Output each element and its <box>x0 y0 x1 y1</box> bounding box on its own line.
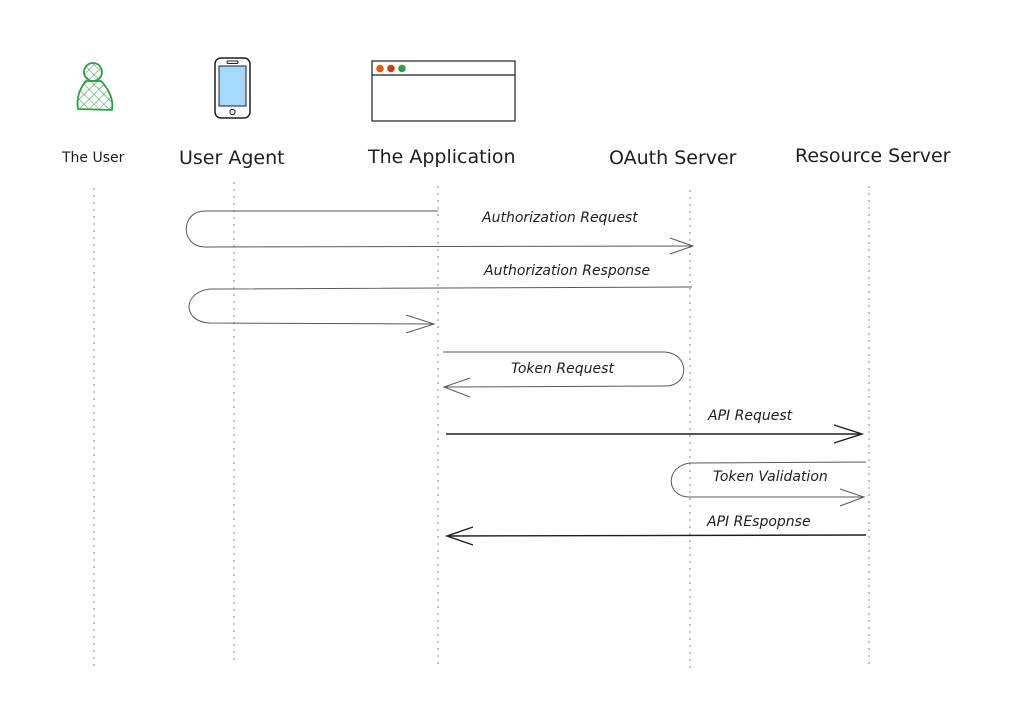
actor-label-user: The User <box>61 150 125 166</box>
browser-window-icon <box>371 60 516 122</box>
actor-label-application: The Application <box>367 146 516 168</box>
actor-label-user-agent: User Agent <box>179 147 285 169</box>
message-authorization-response: Authorization Response <box>188 263 693 334</box>
message-token-validation: Token Validation <box>670 461 867 507</box>
message-token-request: Token Request <box>442 351 685 398</box>
mobile-phone-icon <box>214 57 251 119</box>
user-icon <box>76 62 114 111</box>
message-api-request: API Request <box>446 408 865 444</box>
message-label-token-validation: Token Validation <box>713 469 828 485</box>
window-dot-close <box>376 64 384 73</box>
message-label-authorization-request: Authorization Request <box>481 210 638 226</box>
message-label-authorization-response: Authorization Response <box>483 263 650 279</box>
message-label-token-request: Token Request <box>511 361 614 377</box>
actor-label-resource-server: Resource Server <box>795 145 951 167</box>
message-label-api-response: API REspopnse <box>706 514 811 530</box>
message-api-response: API REspopnse <box>444 514 867 546</box>
window-dot-minimize <box>387 64 395 73</box>
actor-label-oauth-server: OAuth Server <box>609 147 737 169</box>
message-authorization-request: Authorization Request <box>185 210 695 255</box>
message-label-api-request: API Request <box>707 408 793 424</box>
window-dot-maximize <box>398 64 406 73</box>
